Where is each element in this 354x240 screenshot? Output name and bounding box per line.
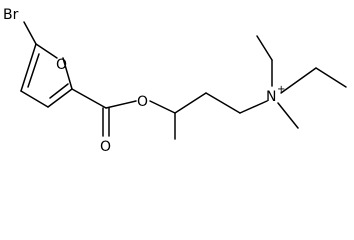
bond-ethyl1-ch2-ch3 xyxy=(256,35,273,61)
alkyl-chain xyxy=(149,92,268,140)
bromine-atom-label: Br xyxy=(3,7,19,23)
nitrogen-charge-label: + xyxy=(277,84,285,95)
molecule-structure-diagram: Br O O O N + xyxy=(3,7,347,155)
bond-c5-carbonyl-carbon xyxy=(71,88,107,109)
nitrogen-atom-label: N xyxy=(266,89,276,105)
bond-ethyl2-ch2-ch3 xyxy=(315,67,347,88)
bond-n-ethyl2-ch2 xyxy=(280,67,317,94)
bond-c4-c3 xyxy=(20,90,49,108)
furan-oxygen-label: O xyxy=(56,57,67,73)
bond-o1-c5 xyxy=(62,57,73,90)
bond-ch2-ch2 xyxy=(205,92,241,114)
bond-c5-c4 xyxy=(47,88,73,108)
bond-c3-c2 xyxy=(20,43,37,92)
bond-ch2-n xyxy=(239,100,268,114)
bond-c5-c4-inner xyxy=(49,83,69,99)
bond-ch-ch2 xyxy=(174,92,207,114)
bond-carbonyl-carbon-o xyxy=(105,100,137,109)
bond-c2-br xyxy=(23,21,37,45)
ester-group xyxy=(71,88,137,137)
bond-n-methyl xyxy=(277,102,299,129)
furan-ring xyxy=(20,43,73,108)
bond-c3-c2-inner xyxy=(27,53,40,88)
bond-o-ch xyxy=(149,100,176,114)
bond-c2-o1 xyxy=(35,43,58,59)
ammonium-substituents xyxy=(256,35,347,129)
ester-oxygen-label: O xyxy=(137,94,148,110)
carbonyl-oxygen-label: O xyxy=(100,139,111,155)
